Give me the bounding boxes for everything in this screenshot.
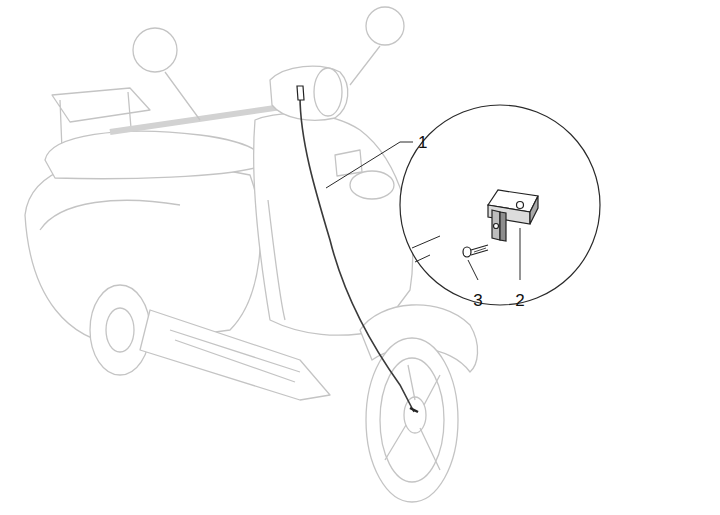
leader-lines [326, 142, 520, 280]
callout-number: 3 [473, 292, 482, 309]
callout-number: 1 [418, 134, 427, 151]
bracket-part [488, 190, 538, 241]
callout-number: 2 [515, 292, 524, 309]
detail-zoom [400, 105, 600, 305]
scooter-outline [25, 7, 478, 502]
speedometer-cable [297, 86, 418, 412]
screw-part [463, 245, 488, 257]
